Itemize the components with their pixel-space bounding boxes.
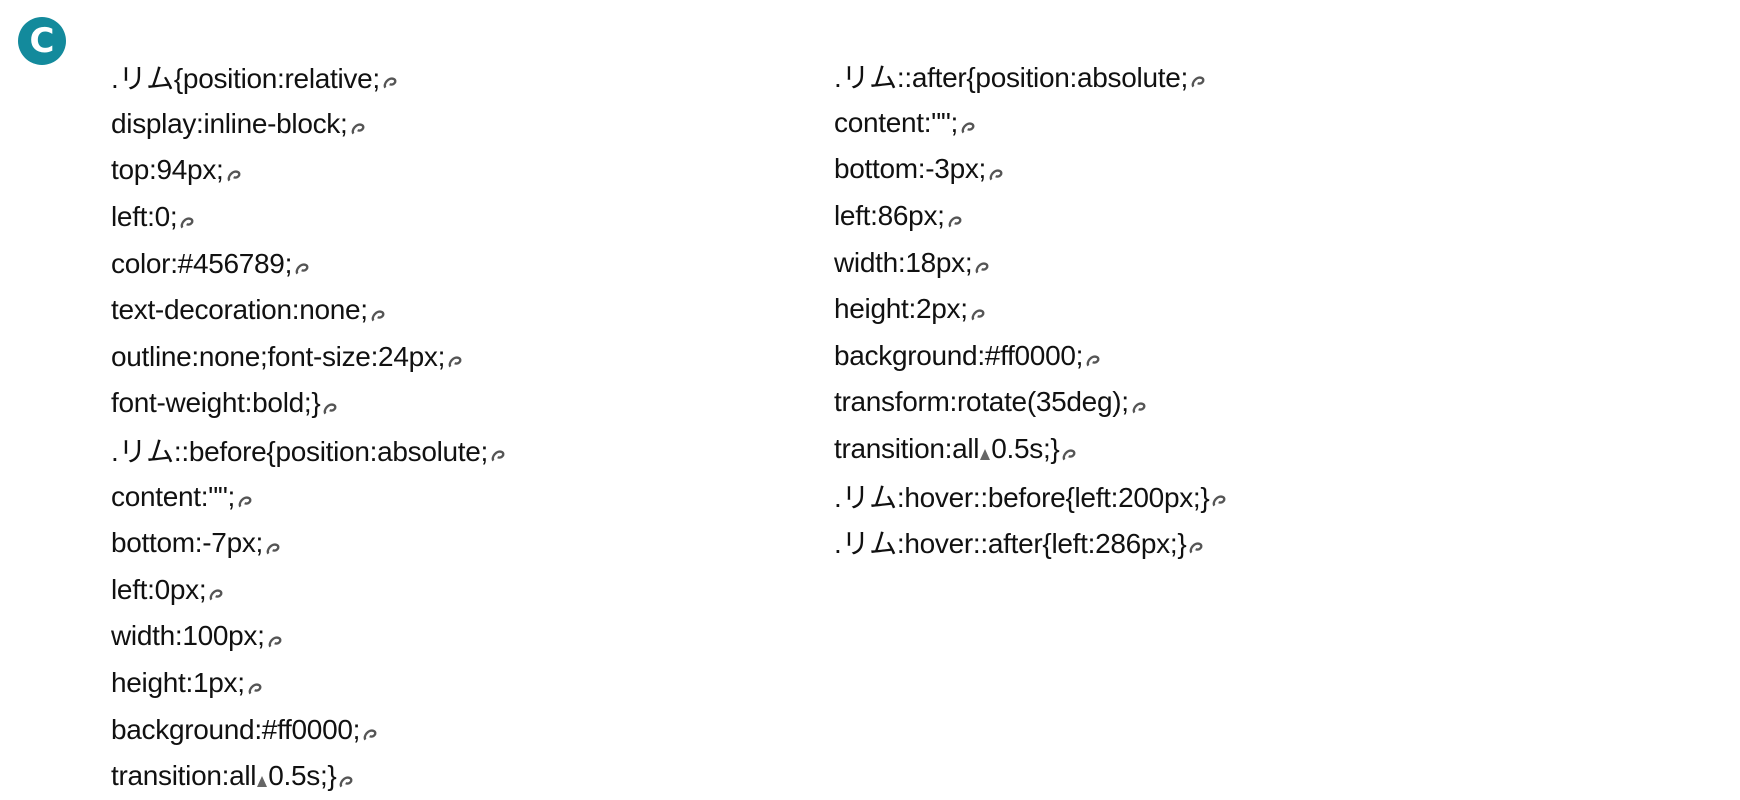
return-arrow-icon — [1086, 355, 1100, 367]
code-line: width:100px; — [111, 613, 507, 660]
code-text: .リム:hover::after{left:286px;} — [834, 528, 1187, 560]
return-arrow-icon — [324, 403, 337, 415]
code-text: outline:none;font-size:24px; — [111, 340, 446, 372]
code-text: background:#ff0000; — [834, 339, 1084, 371]
code-text: color:#456789; — [111, 247, 293, 279]
code-line: .リム:hover::before{left:200px;} — [834, 472, 1228, 519]
return-arrow-icon — [1213, 495, 1226, 507]
code-text: .リム::after{position:absolute; — [834, 62, 1188, 94]
code-text: transform:rotate(35deg); — [834, 386, 1129, 418]
code-line: background:#ff0000; — [111, 706, 507, 753]
code-text: bottom:-3px; — [834, 153, 987, 185]
code-column-right: .リム::after{position:absolute; content:""… — [834, 53, 1228, 566]
return-arrow-icon — [948, 215, 962, 227]
code-line: text-decoration:none; — [111, 287, 507, 334]
code-line: .リム:hover::after{left:286px;} — [834, 519, 1228, 566]
code-line: .リム::after{position:absolute; — [834, 53, 1228, 100]
code-text: display:inline-block; — [111, 107, 348, 139]
code-line: .リム::before{position:absolute; — [111, 427, 507, 474]
code-text: content:""; — [111, 480, 235, 512]
return-arrow-icon — [1063, 448, 1076, 460]
code-line: left:0px; — [111, 567, 507, 614]
code-text: width:100px; — [111, 620, 265, 652]
code-text: left:0; — [111, 201, 178, 233]
code-text: .リム::before{position:absolute; — [111, 436, 489, 468]
triangle-space-icon — [980, 448, 991, 460]
code-text: transition:all — [111, 760, 257, 792]
code-text: bottom:-7px; — [111, 527, 264, 559]
code-line: transition:all 0.5s;} — [834, 426, 1228, 473]
triangle-space-icon — [257, 775, 268, 787]
return-arrow-icon — [371, 310, 385, 322]
return-arrow-icon — [448, 356, 462, 368]
return-arrow-icon — [989, 169, 1003, 181]
code-line: .リム{position:relative; — [111, 54, 507, 101]
code-column-left: .リム{position:relative; display:inline-bl… — [111, 54, 507, 800]
code-line: background:#ff0000; — [834, 333, 1228, 380]
code-line: transition:all 0.5s;} — [111, 753, 507, 800]
code-text: .リム{position:relative; — [111, 63, 380, 95]
code-text: top:94px; — [111, 154, 224, 186]
code-text: text-decoration:none; — [111, 294, 368, 326]
code-line: outline:none;font-size:24px; — [111, 334, 507, 381]
code-text: 0.5s;} — [991, 433, 1060, 465]
code-text: 0.5s;} — [268, 760, 337, 792]
code-text: transition:all — [834, 433, 980, 465]
code-text: left:0px; — [111, 573, 207, 605]
return-arrow-icon — [351, 123, 364, 135]
return-arrow-icon — [1191, 76, 1205, 88]
return-arrow-icon — [1190, 542, 1203, 554]
return-arrow-icon — [363, 729, 377, 741]
code-text: width:18px; — [834, 246, 973, 278]
return-arrow-icon — [1132, 402, 1146, 414]
code-line: left:86px; — [834, 193, 1228, 240]
code-line: bottom:-3px; — [834, 146, 1228, 193]
return-arrow-icon — [266, 543, 280, 555]
return-arrow-icon — [491, 449, 505, 461]
return-arrow-icon — [971, 309, 985, 321]
return-arrow-icon — [181, 216, 194, 228]
return-arrow-icon — [238, 496, 252, 508]
code-line: transform:rotate(35deg); — [834, 379, 1228, 426]
section-badge: C — [18, 17, 66, 65]
code-line: left:0; — [111, 194, 507, 241]
return-arrow-icon — [268, 636, 282, 648]
code-text: .リム:hover::before{left:200px;} — [834, 481, 1210, 513]
code-line: height:1px; — [111, 660, 507, 707]
return-arrow-icon — [340, 776, 353, 788]
code-text: left:86px; — [834, 200, 945, 232]
code-text: background:#ff0000; — [111, 713, 361, 745]
return-arrow-icon — [295, 263, 309, 275]
return-arrow-icon — [227, 170, 240, 182]
code-text: content:""; — [834, 106, 958, 138]
code-text: height:1px; — [111, 667, 245, 699]
return-arrow-icon — [248, 682, 262, 694]
return-arrow-icon — [961, 122, 975, 134]
code-line: content:""; — [111, 473, 507, 520]
code-line: display:inline-block; — [111, 101, 507, 148]
code-line: width:18px; — [834, 239, 1228, 286]
return-arrow-icon — [383, 77, 397, 89]
return-arrow-icon — [975, 262, 989, 274]
code-line: content:""; — [834, 100, 1228, 147]
code-line: font-weight:bold;} — [111, 380, 507, 427]
code-text: font-weight:bold;} — [111, 387, 321, 419]
code-line: height:2px; — [834, 286, 1228, 333]
return-arrow-icon — [209, 589, 223, 601]
code-line: color:#456789; — [111, 240, 507, 287]
code-text: height:2px; — [834, 293, 968, 325]
code-line: bottom:-7px; — [111, 520, 507, 567]
code-line: top:94px; — [111, 147, 507, 194]
